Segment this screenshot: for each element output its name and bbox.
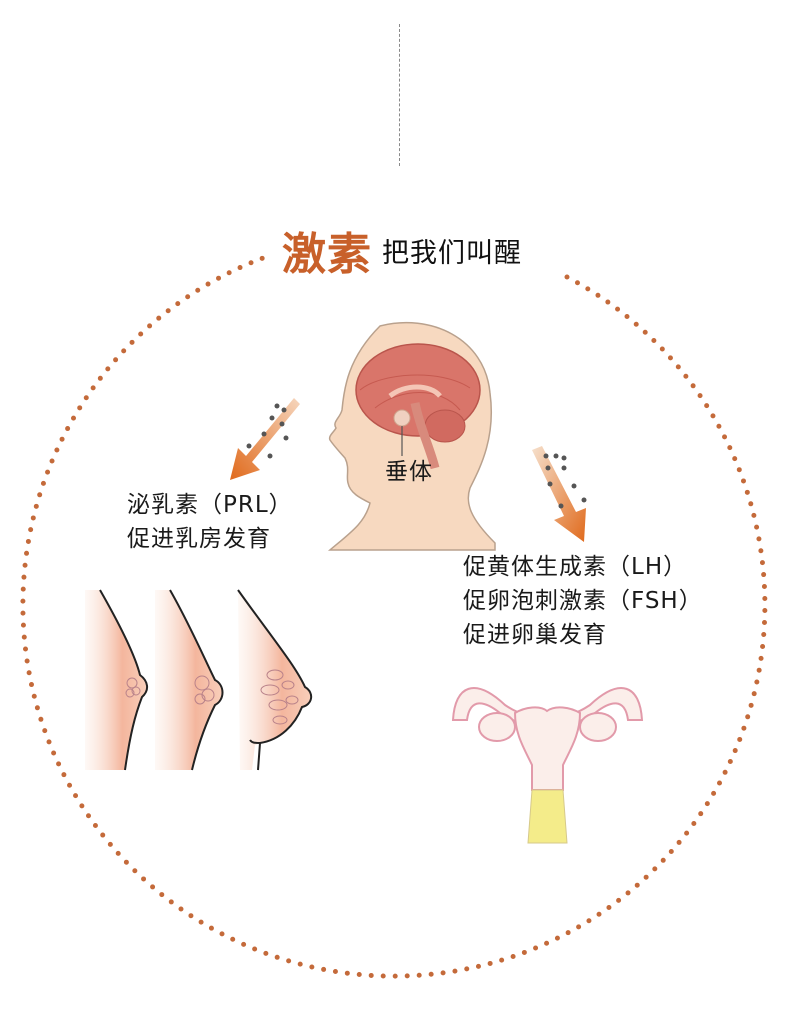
prl-effect: 促进乳房发育: [127, 526, 271, 552]
pituitary-label: 垂体: [385, 459, 433, 485]
head-brain-illustration: [327, 321, 496, 551]
breast-development-illustration: [85, 589, 313, 771]
title-rest: 把我们叫醒: [382, 237, 522, 269]
fsh-hormone: 促卵泡刺激素（FSH）: [463, 588, 703, 614]
page-title: 激素把我们叫醒: [282, 218, 522, 282]
ovary-effect: 促进卵巢发育: [463, 622, 607, 648]
arrow-down-right-icon: [532, 446, 587, 542]
prl-hormone: 泌乳素（PRL）: [127, 492, 293, 518]
prl-label: 泌乳素（PRL） 促进乳房发育: [127, 488, 293, 556]
uterus-ovaries-illustration: [451, 687, 644, 844]
arrow-down-left-icon: [230, 398, 300, 480]
vertical-dashed-divider: [399, 24, 400, 166]
lh-hormone: 促黄体生成素（LH）: [463, 554, 688, 580]
title-accent: 激素: [282, 229, 372, 280]
lh-fsh-label: 促黄体生成素（LH） 促卵泡刺激素（FSH） 促进卵巢发育: [463, 550, 703, 652]
